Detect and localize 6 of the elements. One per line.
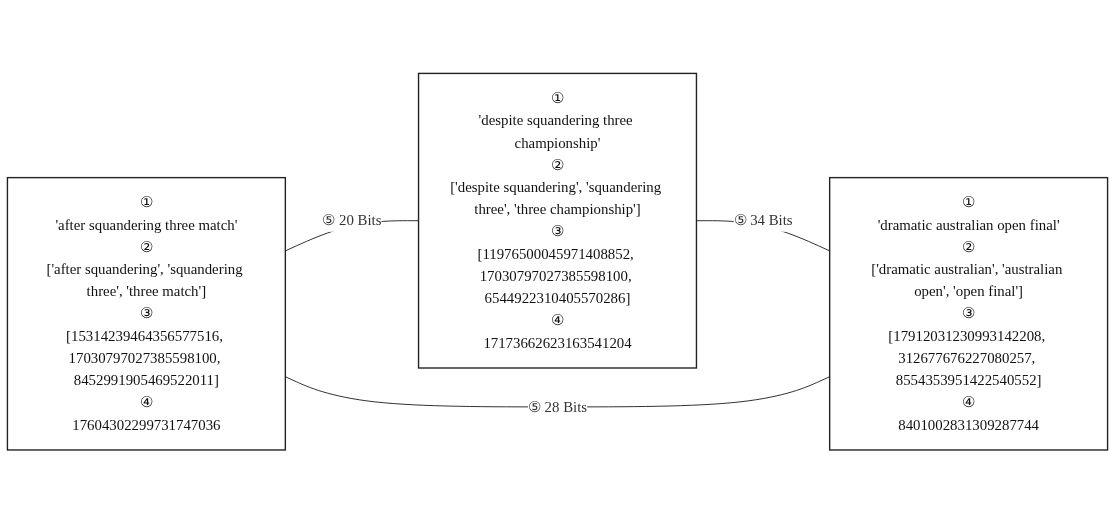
node-box: ① 'despite squandering three championship' ② ['despite squandering', 'squandering three', 'three championship'] ③ [11976500045971408852, 17030797027385598100, 6544922310405570286] ④ 17173662623163541204 [417, 73, 698, 369]
edge-label: ⑤ 20 Bits [322, 212, 382, 229]
edge-label: ⑤ 28 Bits [527, 398, 588, 415]
node-box: ① 'after squandering three match' ② ['after squandering', 'squandering three', 'three match'] ③ [15314239464356577516, 17030797027385598100, 8452991905469522011] ④ 17604302299731747036 [6, 177, 287, 451]
edge-label: ⑤ 34 Bits [733, 212, 793, 229]
node-box: ① 'dramatic australian open final' ② ['dramatic australian', 'australian open', 'open final'] ③ [17912031230993142208, 312677676227080257, 8554353951422540552] ④ 8401002831309287744 [828, 177, 1109, 451]
